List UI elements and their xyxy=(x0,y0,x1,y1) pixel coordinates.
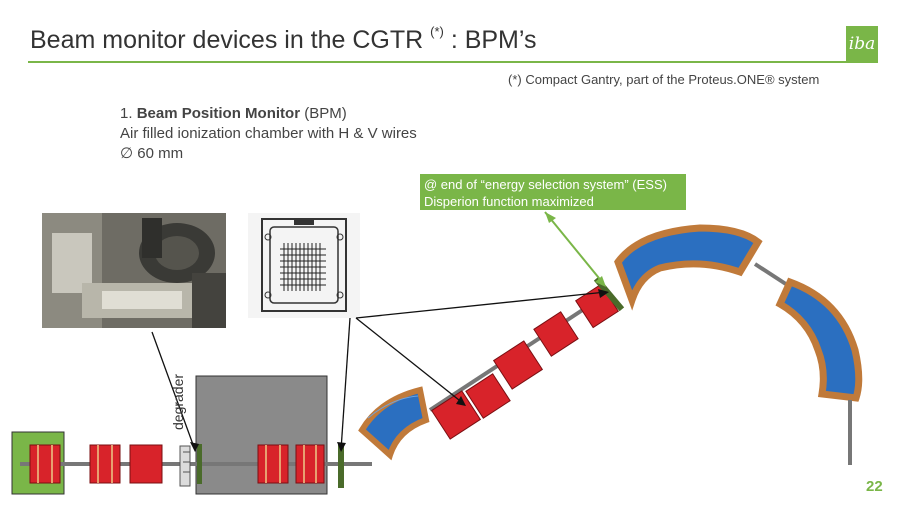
bpm-diameter: ∅ 60 mm xyxy=(120,145,184,162)
arrow-schem-to-bpm3 xyxy=(355,291,607,319)
bpm-schematic xyxy=(248,213,360,318)
dipole-1 xyxy=(358,386,430,461)
ess-arrow xyxy=(544,211,604,284)
iba-logo: iba xyxy=(846,26,878,62)
title-underline xyxy=(28,61,878,63)
bpm-description: 1. Beam Position Monitor (BPM) Air fille… xyxy=(120,104,417,164)
arrow-photo-to-degrader xyxy=(151,331,196,451)
degrader-icon xyxy=(179,445,191,487)
bpm-marker-2 xyxy=(338,444,344,488)
arrow-schem-to-diagonal xyxy=(355,317,465,405)
bpm-photo xyxy=(42,213,226,328)
degrader-label: degrader xyxy=(170,373,186,430)
ess-callout: @ end of “energy selection system” (ESS)… xyxy=(420,174,686,210)
footnote: (*) Compact Gantry, part of the Proteus.… xyxy=(508,72,820,87)
page-number: 22 xyxy=(866,478,883,495)
dipole-3 xyxy=(775,277,863,402)
slide-title: Beam monitor devices in the CGTR (*) : B… xyxy=(30,23,537,54)
bpm-marker-1 xyxy=(197,444,202,484)
bpm-description-line: Air filled ionization chamber with H & V… xyxy=(120,125,417,142)
bpm-marker-3 xyxy=(593,276,625,312)
bpm-heading: 1. Beam Position Monitor (BPM) xyxy=(120,105,347,122)
dipole-2 xyxy=(614,224,763,311)
straight-quadrupoles xyxy=(29,444,325,484)
arrow-schem-to-bpm2 xyxy=(340,317,351,451)
